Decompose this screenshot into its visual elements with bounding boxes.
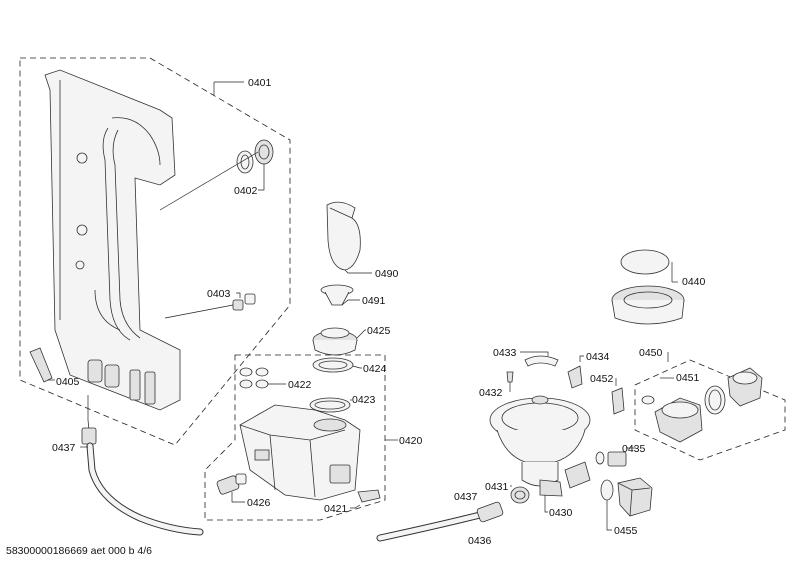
sump-housing-0420	[239, 404, 361, 501]
label-0422: 0422	[288, 379, 312, 391]
filter-0431	[510, 485, 530, 504]
seal-0424	[312, 357, 362, 373]
side-panel-0401	[44, 69, 181, 411]
pump-pot-0430	[489, 395, 591, 513]
label-0451: 0451	[676, 372, 700, 384]
screw-0432	[506, 371, 514, 392]
label-0437-right: 0437	[454, 491, 478, 503]
group-0401-outline	[19, 57, 291, 446]
cover-0425	[312, 327, 366, 356]
drain-pump-0455	[600, 477, 653, 531]
clip-0434	[567, 355, 584, 389]
label-0405: 0405	[56, 376, 80, 388]
clip-0421	[350, 489, 381, 509]
label-0432: 0432	[479, 387, 503, 399]
connector-0403	[164, 292, 256, 319]
seal-0402	[159, 139, 274, 211]
label-0430: 0430	[549, 507, 573, 519]
label-0423: 0423	[352, 394, 376, 406]
impeller-0440	[611, 249, 685, 325]
sensor-0435	[595, 447, 636, 467]
heat-pump-0450	[641, 367, 763, 443]
label-0403: 0403	[207, 288, 231, 300]
label-0491: 0491	[362, 295, 386, 307]
cap-0491	[320, 284, 360, 306]
bracket-0433	[520, 351, 559, 367]
clip-0452	[611, 378, 625, 415]
label-0420: 0420	[399, 435, 423, 447]
label-0435: 0435	[622, 443, 646, 455]
label-0455: 0455	[614, 525, 638, 537]
label-0425: 0425	[367, 325, 391, 337]
label-0401: 0401	[248, 77, 272, 89]
bracket-0405	[29, 347, 55, 383]
label-0433: 0433	[493, 347, 517, 359]
sensor-0426	[216, 473, 247, 503]
drain-hose	[80, 395, 504, 542]
label-0436: 0436	[468, 535, 492, 547]
label-0434: 0434	[586, 351, 610, 363]
seals-0422	[239, 367, 286, 389]
label-0426: 0426	[247, 497, 271, 509]
group-0420-outline	[204, 354, 398, 521]
group-0450-outline	[634, 352, 786, 461]
label-0424: 0424	[363, 363, 387, 375]
label-0421: 0421	[324, 503, 348, 515]
label-0440: 0440	[682, 276, 706, 288]
label-0437-left: 0437	[52, 442, 76, 454]
document-code: 58300000186669 aet 000 b 4/6	[6, 545, 152, 557]
label-0402: 0402	[234, 185, 258, 197]
label-0450: 0450	[639, 347, 663, 359]
label-0490: 0490	[375, 268, 399, 280]
seal-0423	[309, 397, 352, 413]
funnel-0490	[326, 201, 372, 274]
label-0452: 0452	[590, 373, 614, 385]
label-0431: 0431	[485, 481, 509, 493]
